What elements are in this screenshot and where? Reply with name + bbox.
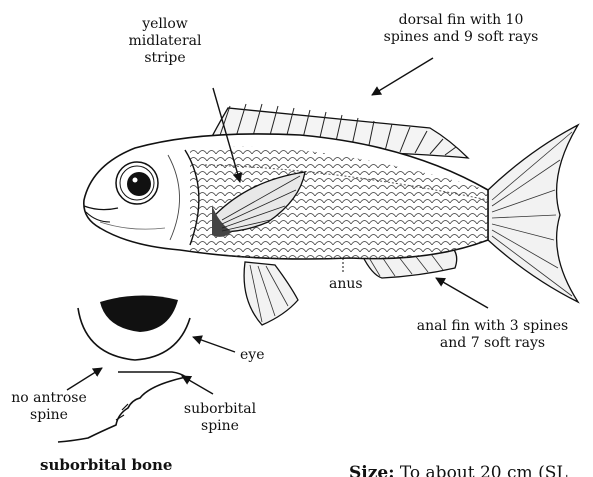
size-caption-text: To about 20 cm (SL: [400, 463, 568, 477]
arrow-eye: [193, 337, 235, 352]
label-anus: anus: [329, 276, 363, 293]
size-caption: Size: To about 20 cm (SL: [349, 463, 593, 477]
arrow-suborbital-spine: [182, 376, 213, 394]
label-eye: eye: [240, 347, 264, 364]
label-anal-fin: anal fin with 3 spines and 7 soft rays: [395, 318, 590, 352]
arrow-dorsal-fin: [372, 58, 433, 95]
caudal-fin: [488, 125, 578, 302]
label-dorsal-fin: dorsal fin with 10 spines and 9 soft ray…: [356, 12, 566, 46]
arrow-anal-fin: [436, 278, 488, 308]
pelvic-fin: [244, 262, 298, 325]
size-caption-label: Size:: [349, 463, 394, 477]
label-no-antrose-spine: no antrose spine: [4, 390, 94, 424]
arrow-no-antrose: [67, 368, 102, 390]
label-suborbital-spine: suborbital spine: [170, 401, 270, 435]
label-yellow-stripe: yellow midlateral stripe: [110, 16, 220, 67]
fish-eye: [116, 162, 158, 204]
label-suborbital-bone: suborbital bone: [40, 457, 172, 474]
